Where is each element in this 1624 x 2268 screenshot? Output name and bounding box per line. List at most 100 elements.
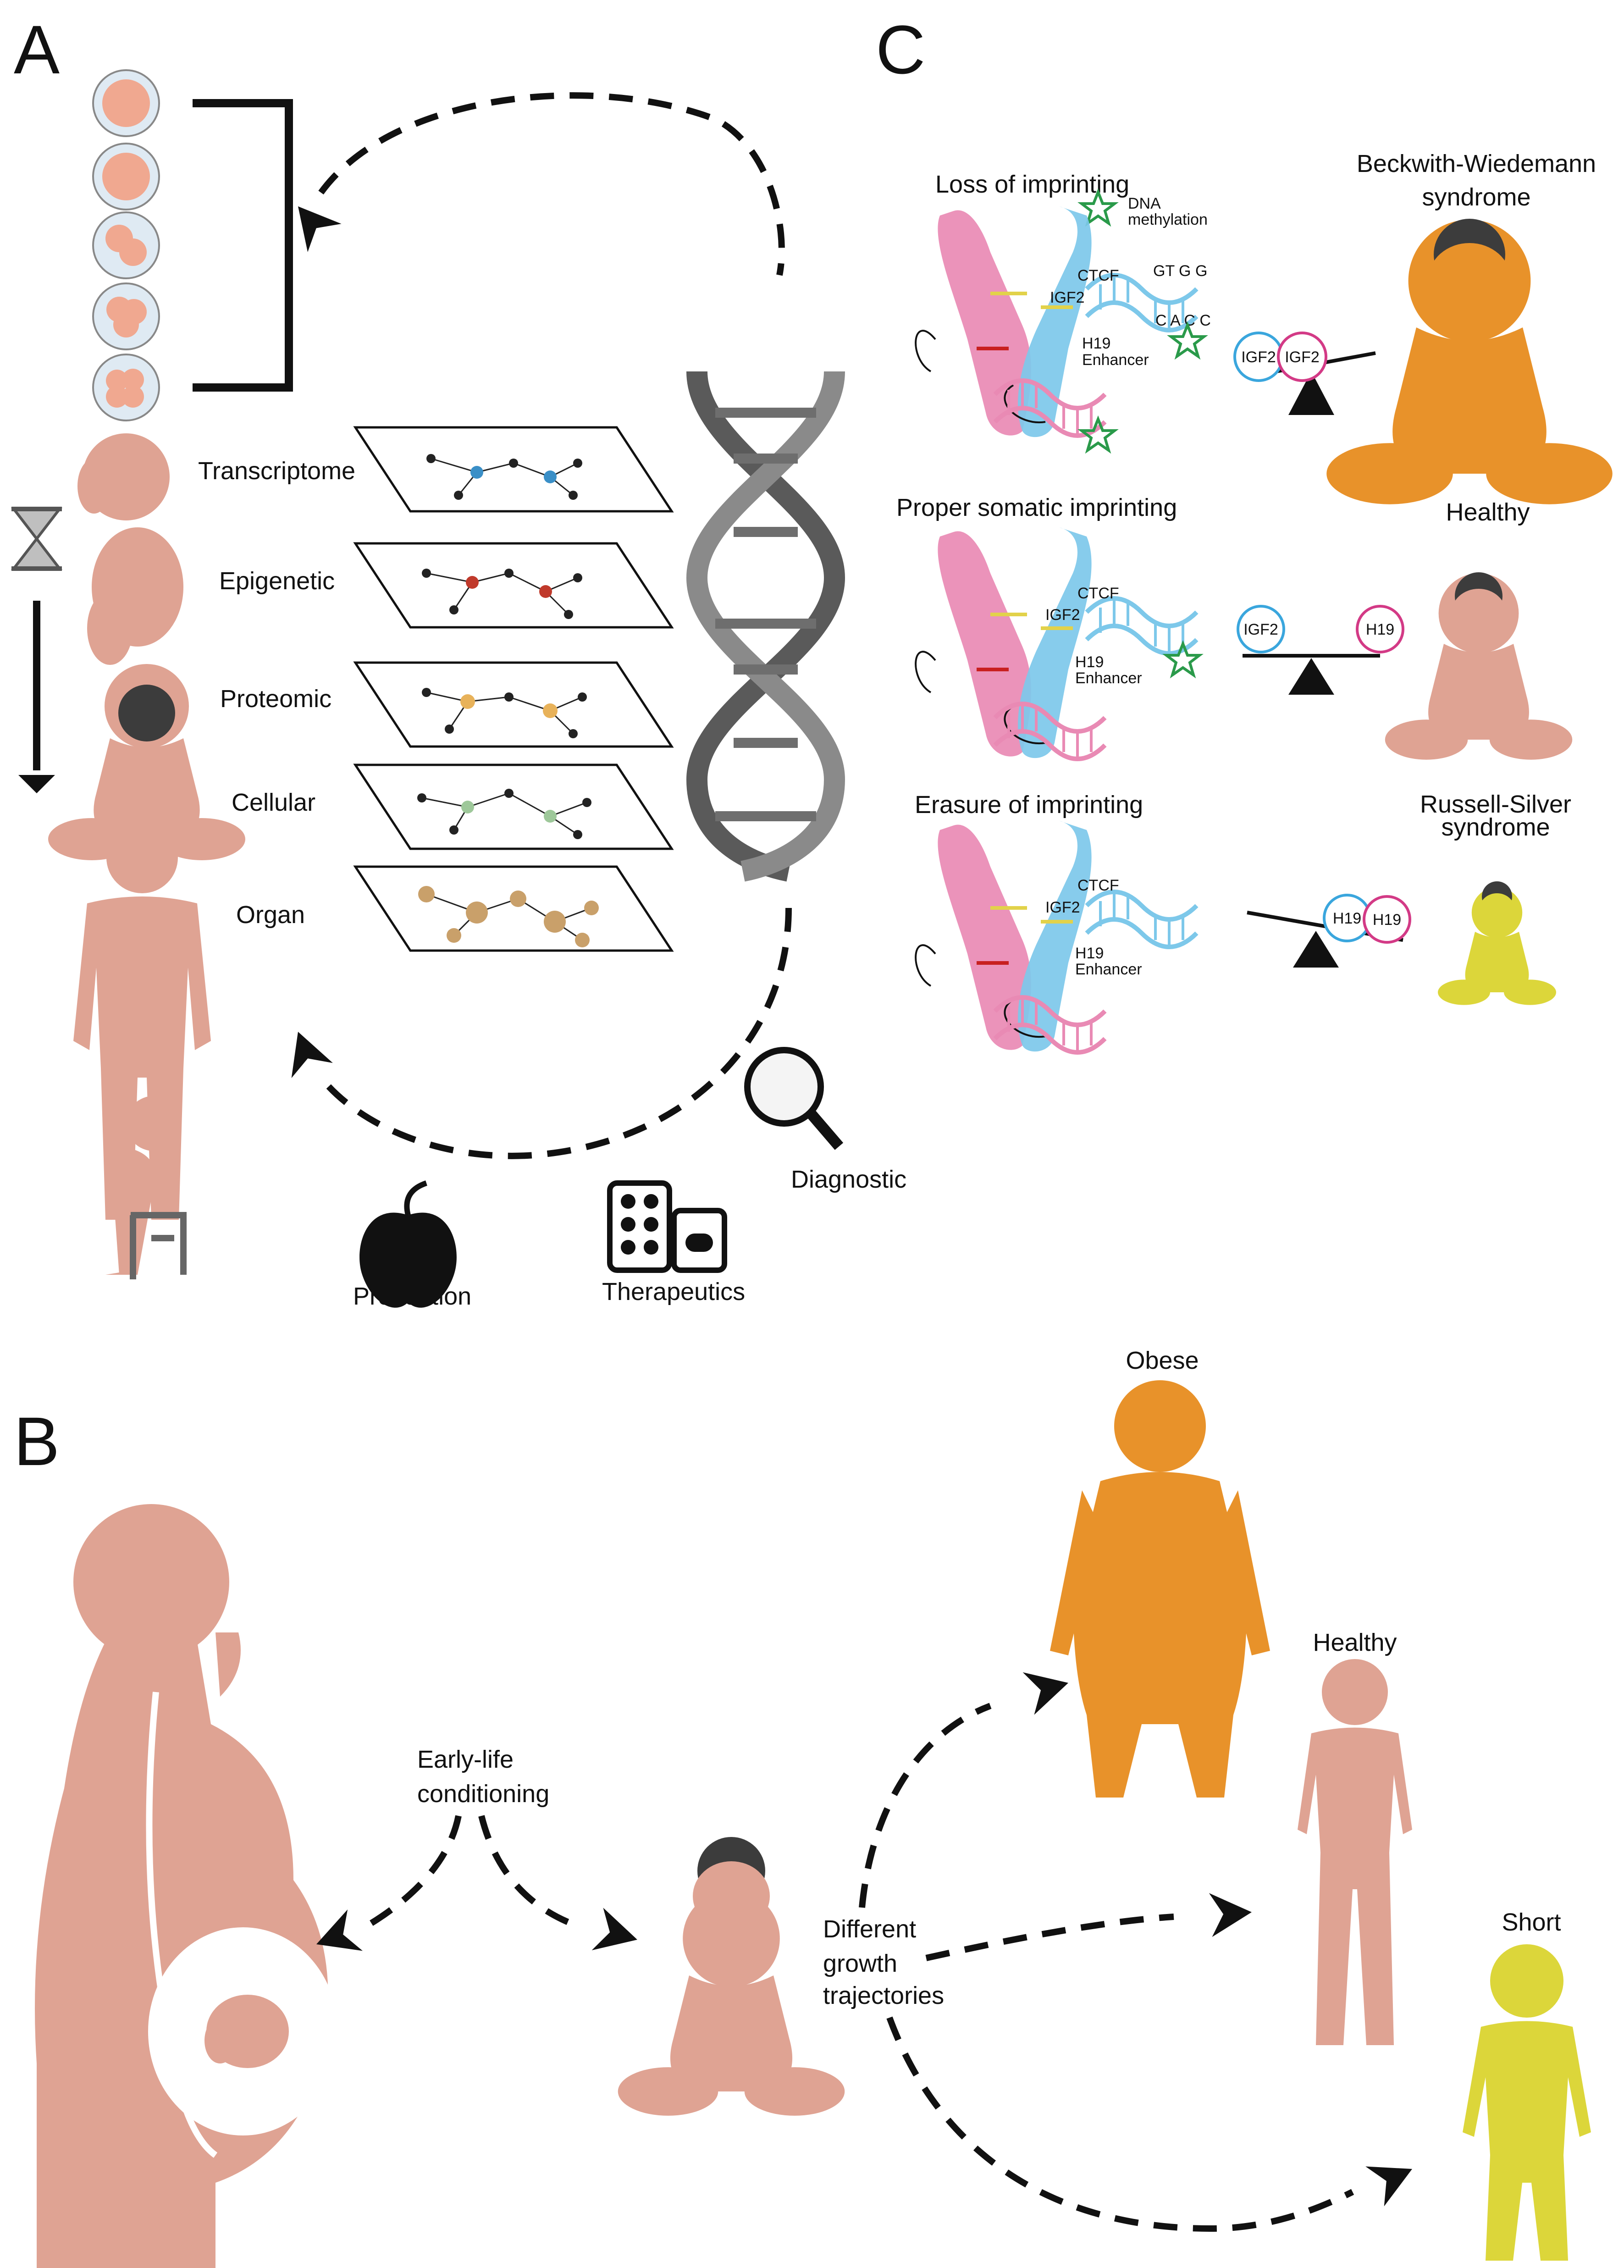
- arrow-to-mother: [365, 1815, 462, 1929]
- row3-igf2-label: IGF2: [1045, 899, 1080, 916]
- label-short: Short: [1502, 1908, 1561, 1936]
- cycle-arrow-path: [318, 92, 792, 1159]
- row1-igf2-label: IGF2: [1050, 289, 1085, 306]
- row1-right-gene-label: IGF2: [1285, 348, 1320, 366]
- infant-hair-icon: [118, 685, 175, 741]
- layer-organ: [353, 865, 674, 952]
- apple-icon: [359, 1180, 457, 1308]
- label-obese: Obese: [1126, 1347, 1199, 1374]
- healthy-child-icon: [1298, 1659, 1412, 2045]
- row1-outcome-line2: syndrome: [1422, 183, 1530, 211]
- row1-right-gene-ring: [1277, 332, 1327, 382]
- belly-line: [146, 1692, 218, 2158]
- label-early-life-line1: Early-life: [417, 1746, 514, 1773]
- label-prevention: Prevention: [353, 1283, 471, 1310]
- layer-label-transcriptome: Transcriptome: [198, 457, 355, 485]
- row1-h19-label: H19: [1082, 335, 1110, 352]
- row1-enhancer-label: Enhancer: [1082, 351, 1149, 369]
- row1-chromosomes-icon: [916, 206, 1091, 437]
- label-diagnostic: Diagnostic: [791, 1166, 906, 1193]
- panel-label-c: C: [876, 11, 925, 88]
- row3-ctcf-label: CTCF: [1077, 877, 1119, 894]
- row2-title: Proper somatic imprinting: [896, 494, 1177, 521]
- row2-igf2-label: IGF2: [1045, 606, 1080, 624]
- layer-label-cellular: Cellular: [232, 789, 315, 816]
- omics-layers: [353, 426, 674, 952]
- label-trajectories-line3: trajectories: [823, 1982, 944, 2009]
- row2-right-gene-ring: [1356, 605, 1404, 653]
- arrowhead-to-obese: [1022, 1661, 1074, 1715]
- time-arrow-head: [18, 775, 55, 793]
- panel-label-a: A: [14, 11, 60, 88]
- label-early-life-line2: conditioning: [417, 1780, 549, 1808]
- row3-enhancer-label: Enhancer: [1075, 961, 1142, 978]
- label-trajectories-line1: Different: [823, 1915, 916, 1943]
- short-child-icon: [1463, 1944, 1591, 2261]
- row1-outcome-line1: Beckwith-Wiedemann: [1357, 150, 1596, 177]
- dna-helix-icon: [686, 371, 845, 882]
- row3-left-gene-label: H19: [1333, 910, 1361, 927]
- row2-ctcf-label: CTCF: [1077, 585, 1119, 602]
- magnifier-icon: [744, 1047, 844, 1150]
- row2-seesaw-icon: [1243, 654, 1380, 695]
- row2-left-gene-label: IGF2: [1243, 621, 1278, 638]
- row3-right-gene-ring: [1363, 895, 1411, 944]
- layer-cellular: [353, 763, 674, 850]
- row1-baby-icon: [1326, 219, 1613, 504]
- row2-baby-icon: [1385, 572, 1573, 760]
- pills-icon: [607, 1180, 727, 1273]
- arrow-to-short: [886, 2016, 1354, 2232]
- row2-chromosomes-icon: [916, 527, 1091, 758]
- morula-icon: [92, 282, 160, 350]
- row2-right-gene-label: H19: [1366, 621, 1394, 638]
- arrow-to-baby: [478, 1815, 579, 1929]
- fetus-early-icon: [77, 433, 170, 520]
- label-healthy: Healthy: [1313, 1629, 1397, 1656]
- row1-methylation-label-line2: methylation: [1128, 211, 1208, 228]
- row3-baby-icon: [1438, 881, 1556, 1005]
- row1-methylation-label-line1: DNA: [1128, 195, 1161, 212]
- row3-title: Erasure of imprinting: [915, 791, 1143, 819]
- baby-center-icon: [618, 1837, 845, 2116]
- row2-left-gene-ring: [1237, 605, 1285, 653]
- fetus-in-womb-icon: [204, 1995, 289, 2068]
- label-therapeutics: Therapeutics: [602, 1278, 745, 1305]
- layer-label-epigenetic: Epigenetic: [219, 567, 335, 595]
- layer-label-proteomic: Proteomic: [220, 685, 331, 713]
- panel-label-b: B: [14, 1403, 60, 1480]
- row3-right-gene-label: H19: [1373, 911, 1401, 929]
- row3-outcome-line1: Russell-Silver: [1420, 791, 1571, 818]
- row1-ctcf-label: CTCF: [1077, 267, 1119, 284]
- arrow-to-obese: [859, 1703, 992, 1908]
- two-cell-icon: [92, 143, 160, 210]
- walker-icon: [130, 1212, 187, 1279]
- four-cell-icon: [92, 211, 160, 279]
- row2-h19-label: H19: [1075, 653, 1104, 671]
- hourglass-icon: [11, 507, 63, 571]
- elderly-icon: [105, 1096, 181, 1275]
- row3-chromosomes-icon: [916, 821, 1091, 1051]
- cycle-arrowhead-bottom: [277, 1024, 333, 1078]
- arrowhead-to-short: [1365, 2149, 1422, 2207]
- blastocyst-icon: [92, 354, 160, 421]
- row2-dna-blue-icon: [1087, 598, 1197, 653]
- layer-transcriptome: [353, 426, 674, 513]
- row2-outcome-line1: Healthy: [1446, 498, 1530, 526]
- arrow-to-healthy: [925, 1914, 1174, 1961]
- label-trajectories-line2: growth: [823, 1950, 897, 1977]
- row3-outcome-line2: syndrome: [1441, 813, 1550, 841]
- row1-left-gene-label: IGF2: [1241, 348, 1276, 366]
- pregnant-woman-icon: [35, 1504, 328, 2268]
- embryo-stages: [92, 69, 160, 421]
- layer-proteomic: [353, 661, 674, 748]
- arrowhead-to-baby: [591, 1908, 643, 1961]
- row2-enhancer-label: Enhancer: [1075, 669, 1142, 687]
- layer-label-organ: Organ: [236, 901, 305, 929]
- fetus-late-icon: [87, 527, 183, 665]
- row1-seq-bottom: C A C C: [1155, 312, 1211, 329]
- row3-h19-label: H19: [1075, 945, 1104, 962]
- row1-seq-top: GT G G: [1153, 262, 1207, 280]
- obese-child-icon: [1050, 1380, 1270, 1798]
- layer-epigenetic: [353, 542, 674, 629]
